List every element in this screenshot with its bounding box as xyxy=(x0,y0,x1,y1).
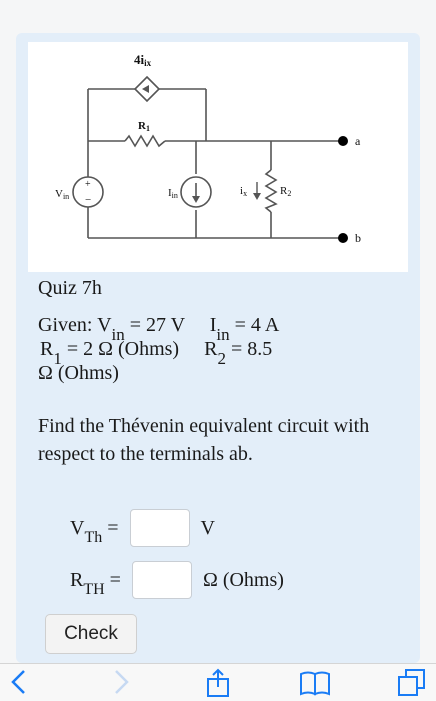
svg-text:+: + xyxy=(85,179,91,190)
r2-sub: 2 xyxy=(287,189,291,198)
svg-text:R1: R1 xyxy=(138,120,150,133)
ix-arrow-icon xyxy=(253,193,261,200)
vth-label: VTh = xyxy=(70,516,119,546)
r2-resistor xyxy=(264,169,278,213)
r2-label: R xyxy=(280,185,288,197)
terminal-a-label: a xyxy=(355,134,361,148)
rth-answer-row: RTH = Ω (Ohms) xyxy=(70,561,284,599)
iin-sub: in xyxy=(172,191,178,200)
circuit-diagram: 4iix R1 Vin + − Iin ix R2 a b xyxy=(28,42,408,272)
vth-input[interactable] xyxy=(129,509,190,547)
browser-toolbar xyxy=(0,663,436,701)
svg-text:4iix: 4iix xyxy=(134,52,152,68)
vin-source xyxy=(72,176,104,208)
r1-value: = 2 Ω (Ohms) xyxy=(66,338,180,360)
iin-sub: in xyxy=(216,325,230,344)
r1-resistor xyxy=(124,134,166,148)
r2-sub: 2 xyxy=(217,349,226,368)
tabs-icon[interactable] xyxy=(396,668,428,698)
terminal-a-dot xyxy=(338,136,348,146)
dep-source-label: 4i xyxy=(134,52,145,67)
svg-text:R2: R2 xyxy=(280,185,291,198)
vth-answer-row: VTh = V xyxy=(70,509,215,547)
bookmarks-icon[interactable] xyxy=(298,668,332,696)
rth-unit: Ω (Ohms) xyxy=(202,568,284,591)
svg-text:Vin: Vin xyxy=(55,188,69,201)
vin-value: = 27 V xyxy=(129,314,185,336)
vth-unit: V xyxy=(200,516,215,539)
iin-label: I xyxy=(168,187,172,199)
iin-source xyxy=(180,176,212,208)
quiz-title: Quiz 7h xyxy=(38,277,102,299)
ix-sub: x xyxy=(243,189,247,198)
given-values: Given: Vin = 27 V Iin = 4 A R1 = 2 Ω (Oh… xyxy=(38,313,408,385)
back-icon[interactable] xyxy=(8,668,30,696)
svg-text:Iin: Iin xyxy=(168,187,178,200)
forward-icon[interactable] xyxy=(110,668,132,696)
r1-sub: 1 xyxy=(53,349,62,368)
r1-label: R xyxy=(138,120,147,132)
r2-unit: Ω (Ohms) xyxy=(38,362,119,384)
svg-text:ix: ix xyxy=(240,185,247,198)
r2-value: = 8.5 xyxy=(230,338,273,360)
vin-label: V xyxy=(55,188,63,200)
vin-sub: in xyxy=(111,325,125,344)
rth-label: RTH = xyxy=(70,568,121,598)
given-prefix: Given: V xyxy=(38,314,112,336)
svg-text:−: − xyxy=(85,194,91,206)
dep-source-sub: ix xyxy=(144,58,152,68)
r2-label: R xyxy=(204,338,218,360)
rth-input[interactable] xyxy=(131,561,192,599)
iin-label: I xyxy=(209,314,217,336)
r1-label: R xyxy=(40,338,54,360)
check-button[interactable]: Check xyxy=(45,614,137,654)
ix-label: i xyxy=(240,185,243,197)
terminal-b-label: b xyxy=(355,231,361,245)
terminal-b-dot xyxy=(338,233,348,243)
task-text: Find the Thévenin equivalent circuit wit… xyxy=(38,415,370,465)
share-icon[interactable] xyxy=(203,668,233,698)
vin-sub: in xyxy=(63,192,69,201)
r1-sub: 1 xyxy=(146,124,150,133)
iin-value: = 4 A xyxy=(234,314,280,336)
